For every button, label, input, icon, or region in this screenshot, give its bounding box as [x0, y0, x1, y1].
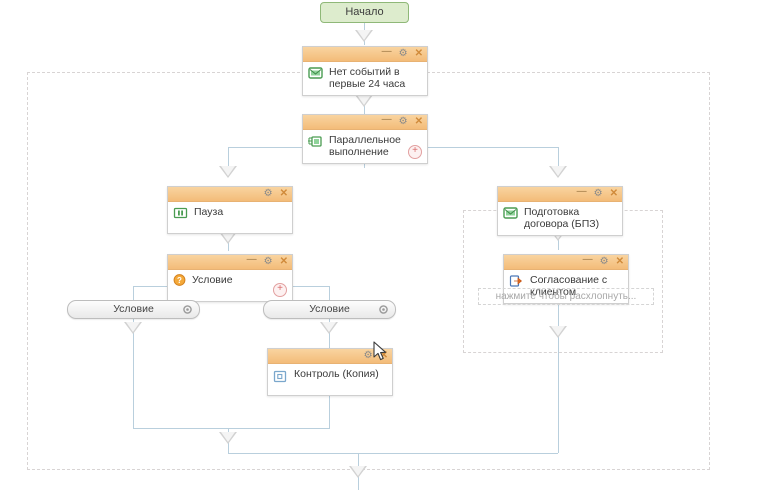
mail-green-icon	[308, 66, 323, 80]
node-header-buttons: — ⚙ ✕	[246, 254, 288, 269]
node-label: Условие	[192, 274, 233, 286]
node-condition[interactable]: — ⚙ ✕ ? Условие +	[167, 254, 293, 302]
gear-icon[interactable]: ⚙	[398, 48, 408, 59]
node-label: Контроль (Копия)	[294, 368, 379, 380]
node-parallel-execution[interactable]: — ⚙ ✕ Параллельное выполнение +	[302, 114, 428, 164]
close-icon[interactable]: ✕	[414, 48, 423, 59]
parallel-fork-icon	[308, 134, 323, 148]
node-header: — ⚙ ✕	[168, 254, 292, 270]
arrow-pill-right-to-control	[320, 322, 338, 334]
arrow-pause-to-condition	[219, 232, 237, 244]
connector-merge-bus	[133, 428, 330, 429]
condition-pill-label: Условие	[113, 303, 154, 315]
connector-final-bus	[228, 453, 558, 454]
pause-icon	[173, 206, 188, 220]
arrow-pill-left	[124, 322, 142, 334]
node-body: Согласование с клиентом	[504, 270, 628, 303]
node-header-buttons: — ⚙ ✕	[576, 186, 618, 201]
node-header: — ⚙ ✕	[498, 186, 622, 202]
arrow-bus-to-pause	[219, 166, 237, 178]
connector-condition-right-down	[329, 286, 330, 301]
arrow-start-to-noevents	[355, 30, 373, 42]
node-body: Параллельное выполнение +	[303, 130, 427, 163]
connector-bus-to-contract	[558, 147, 559, 177]
export-arrow-icon	[509, 274, 524, 288]
gear-icon[interactable]: ⚙	[263, 188, 273, 199]
start-node[interactable]: Начало	[320, 2, 409, 23]
node-header-buttons: ⚙ ✕	[264, 187, 288, 201]
node-header-buttons: ⚙ ✕	[364, 349, 388, 363]
node-label: Пауза	[194, 206, 224, 218]
node-header: — ⚙ ✕	[303, 46, 427, 62]
arrow-merge-down	[219, 432, 237, 444]
condition-pill-label: Условие	[309, 303, 350, 315]
gear-icon[interactable]: ⚙	[593, 188, 603, 199]
node-body: Пауза	[168, 202, 292, 233]
node-no-events[interactable]: — ⚙ ✕ Нет событий в первые 24 часа	[302, 46, 428, 96]
node-client-approval[interactable]: — ⚙ ✕ Согласование с клиентом	[503, 254, 629, 304]
arrow-final-down	[349, 466, 367, 478]
node-body: ? Условие +	[168, 270, 292, 301]
connector-condition-left-down	[133, 286, 134, 301]
svg-text:?: ?	[177, 276, 182, 285]
collapsed-expand-hint[interactable]: нажмите чтобы расхлопнуть...	[478, 288, 654, 305]
connector-bus-to-pause	[228, 147, 229, 177]
gear-icon[interactable]	[378, 304, 389, 315]
connector-control-down	[329, 385, 330, 428]
close-icon[interactable]: ✕	[615, 256, 624, 267]
question-mark-icon: ?	[172, 273, 187, 287]
add-condition-button[interactable]: +	[273, 283, 287, 297]
arrow-bus-to-contract	[549, 166, 567, 178]
mail-green-icon	[503, 206, 518, 220]
minimize-icon[interactable]: —	[381, 46, 392, 57]
gear-icon[interactable]	[182, 304, 193, 315]
connector-pill-left-down	[133, 318, 134, 428]
minimize-icon[interactable]: —	[576, 186, 587, 197]
node-header: ⚙ ✕	[268, 349, 392, 364]
collapsed-hint-label: нажмите чтобы расхлопнуть...	[495, 291, 637, 302]
node-header-buttons: — ⚙ ✕	[381, 114, 423, 129]
gear-icon[interactable]: ⚙	[263, 256, 273, 267]
minimize-icon[interactable]: —	[381, 114, 392, 125]
connector-right-to-final	[558, 353, 559, 453]
close-icon[interactable]: ✕	[279, 256, 288, 267]
arrow-noevents-to-parallel	[355, 95, 373, 107]
close-icon[interactable]: ✕	[609, 188, 618, 199]
add-branch-button[interactable]: +	[408, 145, 422, 159]
node-label: Нет событий в первые 24 часа	[329, 66, 406, 90]
gear-icon[interactable]: ⚙	[599, 256, 609, 267]
close-icon[interactable]: ✕	[379, 350, 388, 361]
square-control-icon	[273, 370, 288, 384]
node-header: ⚙ ✕	[168, 187, 292, 202]
node-body: Контроль (Копия)	[268, 364, 392, 395]
node-body: Подготовка договора (БПЗ)	[498, 202, 622, 235]
minimize-icon[interactable]: —	[246, 254, 257, 265]
node-header: — ⚙ ✕	[303, 114, 427, 130]
node-header-buttons: — ⚙ ✕	[582, 254, 624, 269]
node-header: — ⚙ ✕	[504, 254, 628, 270]
node-control-copy[interactable]: ⚙ ✕ Контроль (Копия)	[267, 348, 393, 396]
gear-icon[interactable]: ⚙	[363, 350, 373, 361]
node-label: Согласование с клиентом	[530, 274, 608, 298]
condition-pill-right[interactable]: Условие	[263, 300, 396, 319]
node-body: Нет событий в первые 24 часа	[303, 62, 427, 95]
minimize-icon[interactable]: —	[582, 254, 593, 265]
node-pause[interactable]: ⚙ ✕ Пауза	[167, 186, 293, 234]
close-icon[interactable]: ✕	[279, 188, 288, 199]
close-icon[interactable]: ✕	[414, 116, 423, 127]
node-label: Подготовка договора (БПЗ)	[524, 206, 600, 230]
node-label: Параллельное выполнение	[329, 134, 401, 158]
condition-pill-left[interactable]: Условие	[67, 300, 200, 319]
start-node-label: Начало	[345, 6, 384, 18]
node-contract-preparation[interactable]: — ⚙ ✕ Подготовка договора (БПЗ)	[497, 186, 623, 236]
arrow-approval-down	[549, 326, 567, 338]
node-header-buttons: — ⚙ ✕	[381, 46, 423, 61]
gear-icon[interactable]: ⚙	[398, 116, 408, 127]
